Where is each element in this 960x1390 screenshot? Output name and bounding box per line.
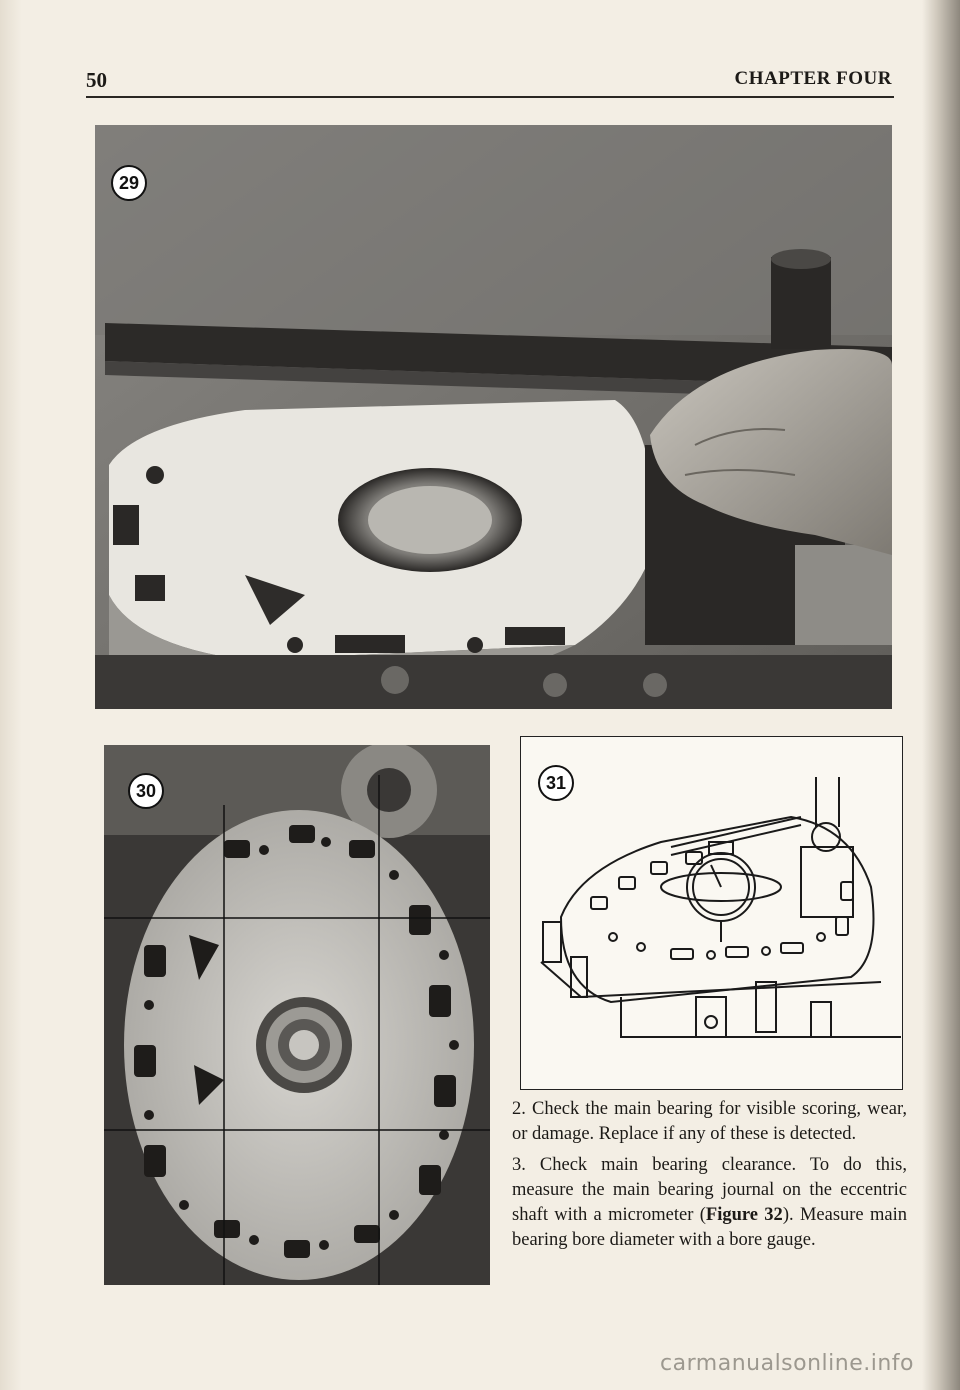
figure-29-photo: 29 <box>95 125 892 709</box>
chapter-title: CHAPTER FOUR <box>734 68 892 89</box>
figure-32-reference[interactable]: Figure 32 <box>705 1205 783 1225</box>
paragraph-3: 3. Check main bearing clearance. To do t… <box>512 1153 907 1253</box>
page-header: 50 CHAPTER FOUR <box>86 68 892 98</box>
figure-31-illustration <box>540 777 901 1038</box>
figure-31-diagram: 31 <box>520 736 903 1090</box>
page-number: 50 <box>86 68 107 92</box>
figure-30-photo: 30 <box>104 745 490 1285</box>
figure-29-number-badge: 29 <box>111 165 147 201</box>
figure-29-illustration <box>95 125 892 709</box>
paragraph-3-text-b: ). Measure main bearing bore diameter wi… <box>512 1205 907 1250</box>
header-rule <box>86 96 894 98</box>
watermark: carmanualsonline.info <box>660 1351 914 1376</box>
figure-30-illustration <box>104 745 490 1285</box>
figure-31-number-badge: 31 <box>538 765 574 801</box>
page-left-edge <box>0 0 22 1390</box>
paragraph-2: 2. Check the main bearing for visible sc… <box>512 1099 907 1144</box>
body-text: 2. Check the main bearing for visible sc… <box>512 1097 907 1259</box>
paragraph-3-text-a: 3. Check main bearing clearance. To do t… <box>512 1155 907 1225</box>
book-spine-shadow <box>922 0 960 1390</box>
figure-30-number-badge: 30 <box>128 773 164 809</box>
